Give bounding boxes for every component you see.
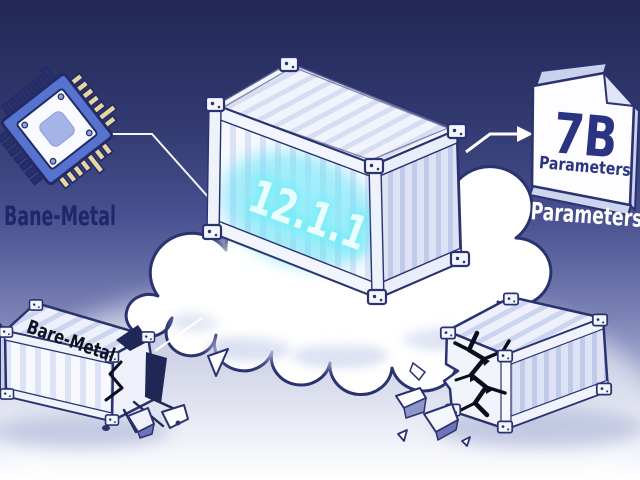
parameters-document-icon: 7B Parameters	[529, 62, 640, 216]
cloud-container-icon: 12.1.1 12.1.1	[201, 55, 471, 306]
shadow-left-container	[0, 416, 170, 448]
debris-fragments-right	[395, 387, 471, 447]
debris-fragments-left	[102, 348, 229, 439]
pointer-line-to-left-container	[154, 317, 203, 352]
torn-flap-top	[116, 325, 149, 351]
torn-flap-side	[145, 352, 167, 404]
pointer-line-to-right-container	[400, 346, 427, 382]
cpu-chip-icon	[0, 65, 118, 190]
broken-container-right-icon	[439, 292, 613, 434]
connector-line-chip-to-cloud	[104, 133, 219, 209]
folded-corner	[603, 72, 635, 107]
arrow-to-parameters-icon	[465, 126, 533, 154]
broken-container-left-icon: Bare-Metal	[0, 299, 179, 434]
bane-metal-label: Bane-Metal	[4, 201, 116, 232]
doc-7b-label: 7B	[551, 101, 620, 171]
